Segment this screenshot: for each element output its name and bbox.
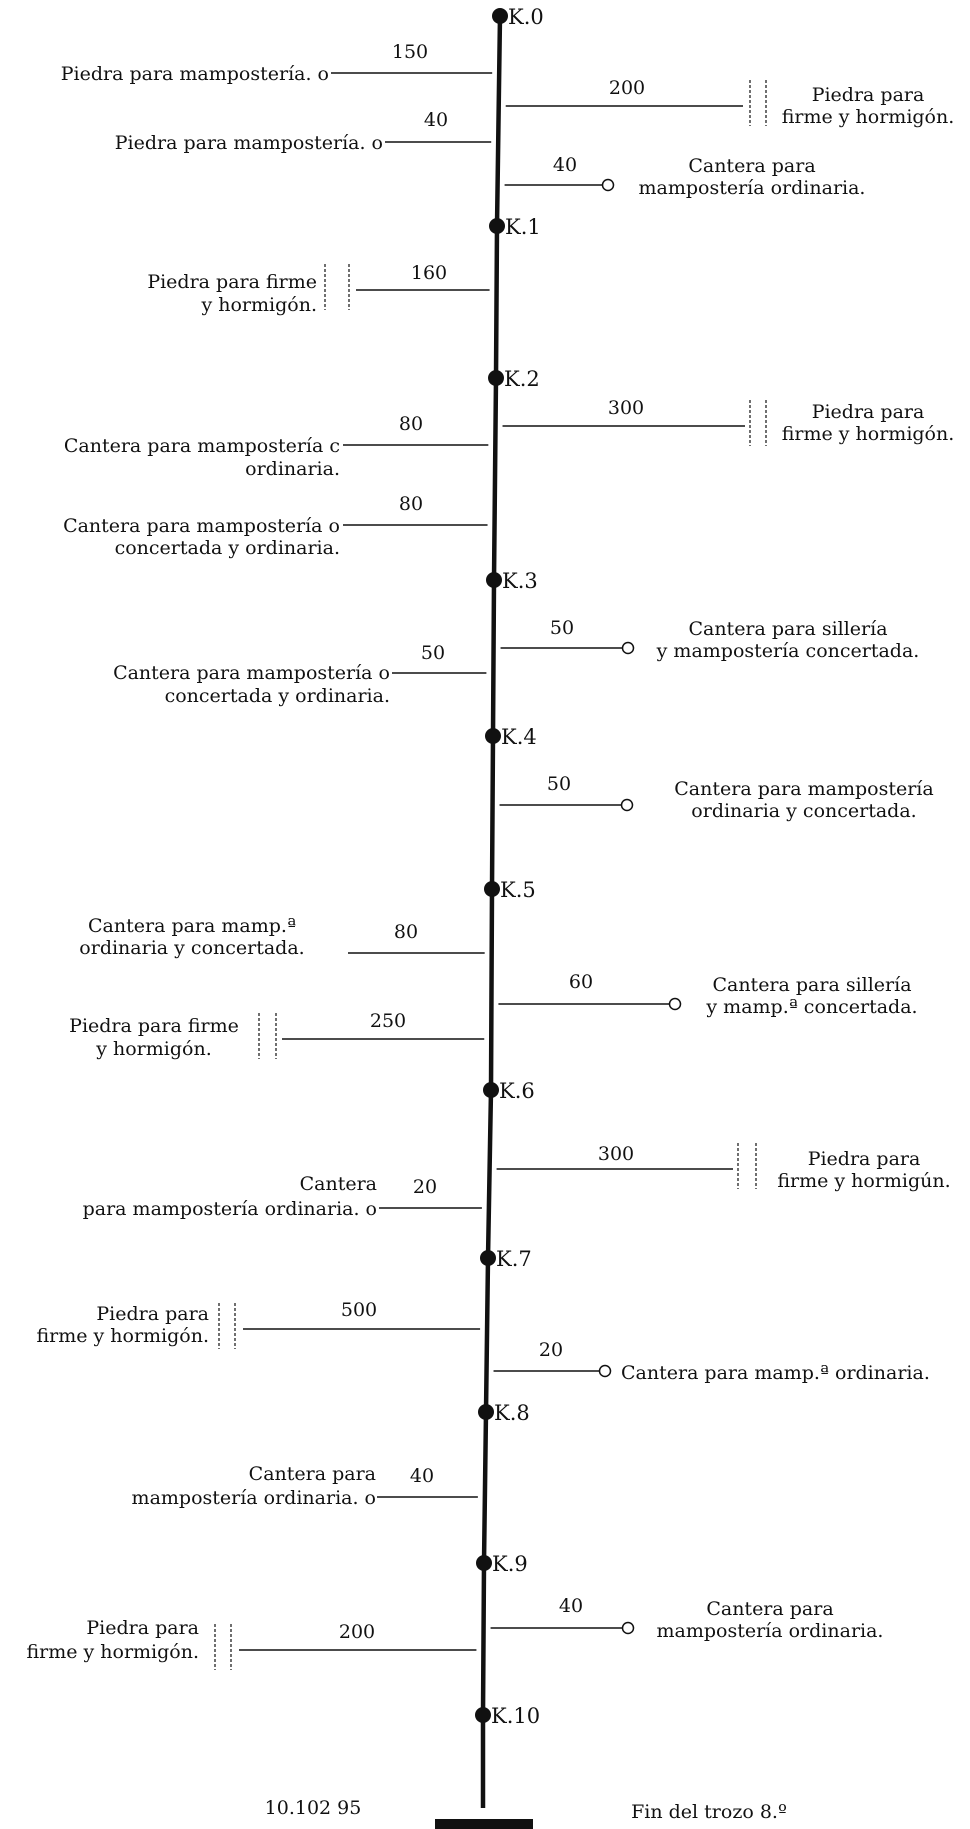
distance-label: 300 (598, 1143, 634, 1165)
source-label: Cantera para mampostería o (113, 662, 390, 684)
distance-label: 150 (392, 41, 428, 63)
distance-label: 60 (569, 971, 593, 993)
source-label: firme y hormigón. (782, 106, 955, 128)
source-label: y hormigón. (95, 1038, 212, 1060)
road-line (480, 15, 503, 1808)
quarry-marker (598, 1364, 612, 1378)
source-label: Cantera para (249, 1463, 376, 1485)
distance-label: 500 (341, 1299, 377, 1321)
distance-label: 40 (553, 154, 577, 176)
source-label: mampostería ordinaria. (639, 177, 866, 199)
km-dot (488, 370, 504, 386)
source-label: concertada y ordinaria. (115, 537, 340, 559)
source-label: Cantera para mampostería c (64, 435, 340, 457)
km-label: K.2 (504, 367, 540, 391)
source-label: mampostería ordinaria. (657, 1620, 884, 1642)
distance-label: 40 (559, 1595, 583, 1617)
distance-label: 20 (539, 1339, 563, 1361)
source-label: Cantera para (688, 155, 815, 177)
distance-label: 20 (413, 1176, 437, 1198)
distance-label: 80 (399, 493, 423, 515)
source-label: ordinaria y concertada. (691, 800, 916, 822)
distance-label: 80 (399, 413, 423, 435)
distance-label: 40 (410, 1465, 434, 1487)
section-length: 10.102 95 (265, 1797, 362, 1819)
source-label: Cantera para sillería (712, 974, 911, 996)
km-label: K.3 (502, 569, 538, 593)
quarry-marker (621, 641, 635, 655)
km-label: K.4 (501, 725, 537, 749)
km-label: K.6 (499, 1079, 535, 1103)
quarry-marker (668, 997, 682, 1011)
distance-label: 50 (550, 617, 574, 639)
km-label: K.0 (508, 5, 544, 29)
distance-label: 250 (370, 1010, 406, 1032)
km-label: K.8 (494, 1401, 530, 1425)
km-label: K.9 (492, 1552, 528, 1576)
source-label: firme y hormigún. (777, 1170, 950, 1192)
km-dot (483, 1082, 499, 1098)
source-label: Piedra para (86, 1617, 199, 1639)
source-label: firme y hormigón. (36, 1325, 209, 1347)
distance-label: 80 (394, 921, 418, 943)
km-dot (480, 1250, 496, 1266)
distance-label: 160 (411, 262, 447, 284)
km-dot (486, 572, 502, 588)
source-label: Piedra para (96, 1303, 209, 1325)
km-label: K.7 (496, 1247, 532, 1271)
source-label: ordinaria y concertada. (79, 937, 304, 959)
source-label: y mamp.ª concertada. (705, 996, 917, 1018)
source-label: firme y hormigón. (782, 423, 955, 445)
source-label: Piedra para (812, 401, 925, 423)
source-label: Cantera para mamp.ª (88, 915, 296, 937)
source-label: y mampostería concertada. (656, 640, 920, 662)
km-dot (484, 881, 500, 897)
distance-label: 200 (609, 77, 645, 99)
distance-label: 50 (421, 642, 445, 664)
quarry-marker (620, 798, 634, 812)
source-label: y hormigón. (200, 294, 317, 316)
km-dot (478, 1404, 494, 1420)
source-label: mampostería ordinaria. o (132, 1487, 376, 1509)
source-label: Cantera para mamp.ª ordinaria. (621, 1362, 930, 1384)
km-dot (476, 1555, 492, 1571)
source-label: Piedra para firme (69, 1015, 239, 1037)
source-label: Piedra para (808, 1148, 921, 1170)
quarry-marker (601, 178, 615, 192)
source-label: Piedra para firme (147, 271, 317, 293)
source-label: Cantera para (706, 1598, 833, 1620)
section-end-bar (435, 1819, 533, 1829)
km-label: K.5 (500, 878, 536, 902)
section-end-label: Fin del trozo 8.º (631, 1801, 787, 1823)
km-dot (475, 1707, 491, 1723)
source-label: Cantera para mampostería o (63, 515, 340, 537)
source-label: Cantera para sillería (688, 618, 887, 640)
km-dot (489, 218, 505, 234)
km-label: K.1 (505, 215, 541, 239)
source-label: Piedra para mampostería. o (115, 132, 383, 154)
km-label: K.10 (491, 1704, 540, 1728)
quarry-marker (621, 1621, 635, 1635)
distance-label: 50 (547, 773, 571, 795)
source-label: firme y hormigón. (26, 1641, 199, 1663)
km-dot (485, 728, 501, 744)
source-label: Piedra para (812, 84, 925, 106)
source-label: Cantera para mampostería (674, 778, 933, 800)
source-label: concertada y ordinaria. (165, 685, 390, 707)
distance-label: 40 (424, 109, 448, 131)
distance-label: 300 (608, 397, 644, 419)
source-label: ordinaria. (245, 458, 340, 480)
source-label: para mampostería ordinaria. o (83, 1198, 377, 1220)
source-label: Cantera (300, 1173, 377, 1195)
distance-label: 200 (339, 1621, 375, 1643)
source-label: Piedra para mampostería. o (61, 63, 329, 85)
km-dot (492, 8, 508, 24)
